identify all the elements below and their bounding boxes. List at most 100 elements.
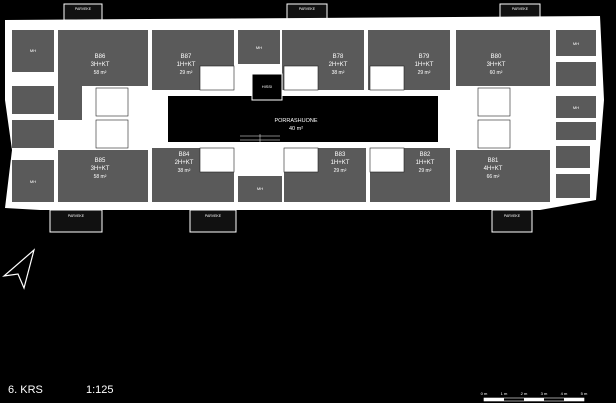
svg-text:MH: MH (573, 105, 579, 110)
svg-text:MH: MH (256, 45, 262, 50)
apartment-label-b82: B82 1H+KT 29 m² (416, 152, 435, 174)
apartment-label-b78: B78 2H+KT 38 m² (329, 54, 348, 76)
svg-text:29 m²: 29 m² (418, 70, 431, 76)
svg-text:5 m: 5 m (581, 391, 588, 396)
svg-text:B80: B80 (491, 54, 502, 60)
svg-text:3H+KT: 3H+KT (91, 166, 110, 172)
svg-text:1 m: 1 m (501, 391, 508, 396)
apartment-label-b79: B79 1H+KT 29 m² (415, 54, 434, 76)
apartment-label-b81: B81 4H+KT 66 m² (484, 158, 503, 180)
svg-text:60 m²: 60 m² (490, 70, 503, 76)
svg-text:KPH: KPH (491, 97, 497, 101)
svg-text:38 m²: 38 m² (178, 168, 191, 174)
staircase (240, 134, 280, 174)
svg-text:4H+KT: 4H+KT (484, 166, 503, 172)
svg-text:KPH: KPH (298, 83, 304, 87)
svg-text:KPH: KPH (214, 149, 220, 153)
svg-text:B85: B85 (95, 158, 106, 164)
svg-text:B83: B83 (335, 152, 346, 158)
svg-text:B78: B78 (333, 54, 344, 60)
svg-text:B82: B82 (420, 152, 431, 158)
apartment-b80 (456, 30, 550, 86)
svg-text:40 m²: 40 m² (289, 126, 303, 132)
balcony-top-mid: PARVEKE (286, 3, 328, 21)
svg-text:KPH: KPH (491, 129, 497, 133)
svg-text:KPH: KPH (384, 149, 390, 153)
bathroom-b80 (477, 87, 511, 117)
bathroom-b82 (369, 147, 405, 173)
apartment-label-b84: B84 2H+KT 38 m² (175, 152, 194, 174)
apartment-b86 (58, 30, 148, 86)
svg-text:PARVEKE: PARVEKE (512, 7, 529, 11)
apartment-b86-hall (58, 86, 82, 120)
lift-shaft (251, 73, 283, 101)
svg-text:KPH: KPH (109, 97, 115, 101)
svg-text:KPH: KPH (384, 83, 390, 87)
svg-text:B86: B86 (95, 54, 106, 60)
svg-text:MH: MH (257, 186, 263, 191)
scale-bar: 0 m 1 m 2 m 3 m 4 m 5 m (481, 391, 588, 402)
svg-text:MH: MH (30, 179, 36, 184)
svg-text:3H+KT: 3H+KT (91, 62, 110, 68)
svg-text:2H+KT: 2H+KT (175, 160, 194, 166)
svg-text:HISSI: HISSI (262, 84, 272, 89)
svg-text:4 m: 4 m (561, 391, 568, 396)
storage-top-mid (238, 30, 280, 64)
storage-right-3 (556, 96, 596, 118)
svg-text:58 m²: 58 m² (94, 174, 107, 180)
apartment-b81 (456, 150, 550, 202)
svg-text:PARVEKE: PARVEKE (504, 214, 521, 218)
svg-text:3H+KT: 3H+KT (487, 62, 506, 68)
svg-text:KPH: KPH (109, 129, 115, 133)
scale-label: 1:125 (86, 384, 114, 396)
svg-text:1H+KT: 1H+KT (177, 62, 196, 68)
svg-text:2 m: 2 m (521, 391, 528, 396)
apartment-b85 (58, 150, 148, 202)
storage-right-2 (556, 62, 596, 86)
storage-right-4 (556, 122, 596, 140)
svg-text:PORRASHUONE: PORRASHUONE (274, 118, 317, 124)
svg-text:PARVEKE: PARVEKE (68, 214, 85, 218)
storage-right-1 (556, 30, 596, 56)
bathroom-b78 (283, 65, 319, 91)
balcony-bottom-right: PARVEKE (491, 209, 533, 233)
apartment-label-b86: B86 3H+KT 58 m² (91, 54, 110, 76)
svg-text:PARVEKE: PARVEKE (205, 214, 222, 218)
apartment-label-b83: B83 1H+KT 29 m² (331, 152, 350, 174)
storage-right-6 (556, 174, 590, 198)
stair-hall-label: PORRASHUONE 40 m² (274, 118, 317, 132)
svg-text:2H+KT: 2H+KT (329, 62, 348, 68)
svg-text:KPH: KPH (214, 83, 220, 87)
balcony-bottom-mid: PARVEKE (189, 209, 237, 233)
storage-left-2 (12, 86, 54, 114)
svg-text:29 m²: 29 m² (419, 168, 432, 174)
svg-text:B79: B79 (419, 54, 430, 60)
svg-text:66 m²: 66 m² (487, 174, 500, 180)
svg-text:38 m²: 38 m² (332, 70, 345, 76)
svg-text:PARVEKE: PARVEKE (75, 7, 92, 11)
bathroom-b83 (283, 147, 319, 173)
storage-bottom-mid (238, 176, 282, 202)
north-arrow-icon (2, 248, 36, 290)
corridor-left (12, 72, 54, 86)
svg-text:1H+KT: 1H+KT (415, 62, 434, 68)
floor-label: 6. KRS (8, 384, 43, 396)
storage-left-1 (12, 30, 54, 72)
svg-text:29 m²: 29 m² (334, 168, 347, 174)
bathroom-b86 (95, 87, 129, 117)
svg-text:B81: B81 (488, 158, 499, 164)
corridor-center (168, 96, 438, 142)
storage-left-4 (12, 160, 54, 202)
apartment-label-b87: B87 1H+KT 29 m² (177, 54, 196, 76)
balcony-top-left: PARVEKE (63, 3, 103, 21)
apartment-label-b85: B85 3H+KT 58 m² (91, 158, 110, 180)
balcony-bottom-left: PARVEKE (49, 209, 103, 233)
svg-text:MH: MH (30, 48, 36, 53)
svg-text:3 m: 3 m (541, 391, 548, 396)
bathroom-b84 (199, 147, 235, 173)
bathroom-b81 (477, 119, 511, 149)
svg-text:KPH: KPH (298, 149, 304, 153)
storage-left-3 (12, 120, 54, 148)
bathroom-b79 (369, 65, 405, 91)
